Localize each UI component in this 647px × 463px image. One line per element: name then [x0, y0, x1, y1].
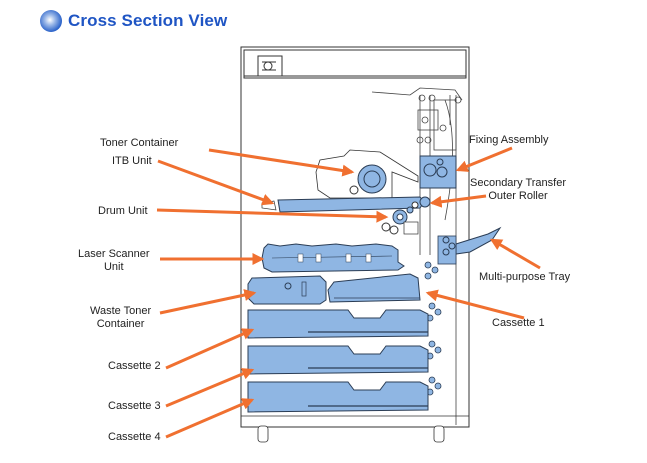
fixing-assembly — [419, 155, 457, 189]
arrow-toner-container — [208, 148, 355, 177]
cassette-3 — [247, 345, 429, 375]
arrow-cassette-3 — [165, 368, 255, 408]
base-casters — [241, 415, 469, 443]
arrow-drum-unit — [156, 208, 389, 223]
cassette-1 — [327, 273, 421, 303]
waste-toner-container — [247, 275, 327, 305]
label-laser-scanner-line2: Unit — [103, 261, 124, 273]
label-drum-unit: Drum Unit — [98, 205, 148, 217]
toner-container — [315, 149, 419, 199]
drum-unit — [381, 206, 419, 235]
laser-scanner-unit — [261, 243, 405, 273]
arrow-waste-toner — [159, 289, 257, 315]
arrow-cassette-2 — [165, 328, 255, 370]
arrow-cassette-1 — [425, 289, 525, 320]
page-title: Cross Section View — [68, 11, 228, 30]
label-waste-toner-container: Waste Toner Container — [90, 305, 151, 331]
section-header: Cross Section View — [40, 10, 227, 32]
label-laser-scanner-unit: Laser Scanner Unit — [78, 248, 150, 274]
label-laser-scanner-line1: Laser Scanner — [78, 248, 150, 260]
arrow-secondary-transfer — [429, 194, 487, 208]
label-cassette-3: Cassette 3 — [108, 400, 161, 412]
label-secondary-transfer-line2: Outer Roller — [488, 190, 548, 202]
cassette-4 — [247, 381, 429, 413]
label-secondary-transfer-outer-roller: Secondary Transfer Outer Roller — [470, 177, 566, 203]
label-fixing-assembly: Fixing Assembly — [469, 134, 549, 146]
label-cassette-4: Cassette 4 — [108, 431, 161, 443]
label-multi-purpose-tray: Multi-purpose Tray — [479, 271, 571, 283]
sphere-bullet-icon — [40, 10, 62, 32]
label-itb-unit: ITB Unit — [112, 155, 152, 167]
multi-purpose-tray — [437, 226, 502, 265]
machine-body — [240, 46, 470, 428]
arrow-multi-purpose-tray — [489, 238, 541, 270]
arrow-itb-unit — [157, 159, 275, 206]
label-secondary-transfer-line1: Secondary Transfer — [470, 177, 566, 189]
callout-arrows — [156, 146, 541, 439]
label-waste-toner-line1: Waste Toner — [90, 305, 152, 317]
arrow-fixing-assembly — [455, 146, 513, 172]
label-waste-toner-line2: Container — [96, 318, 145, 330]
label-toner-container: Toner Container — [100, 137, 179, 149]
pickup-rollers — [424, 261, 442, 396]
arrow-cassette-4 — [165, 398, 255, 439]
label-cassette-1: Cassette 1 — [492, 317, 545, 329]
label-cassette-2: Cassette 2 — [108, 360, 161, 372]
cassette-2 — [247, 309, 429, 339]
itb-unit — [261, 196, 431, 213]
